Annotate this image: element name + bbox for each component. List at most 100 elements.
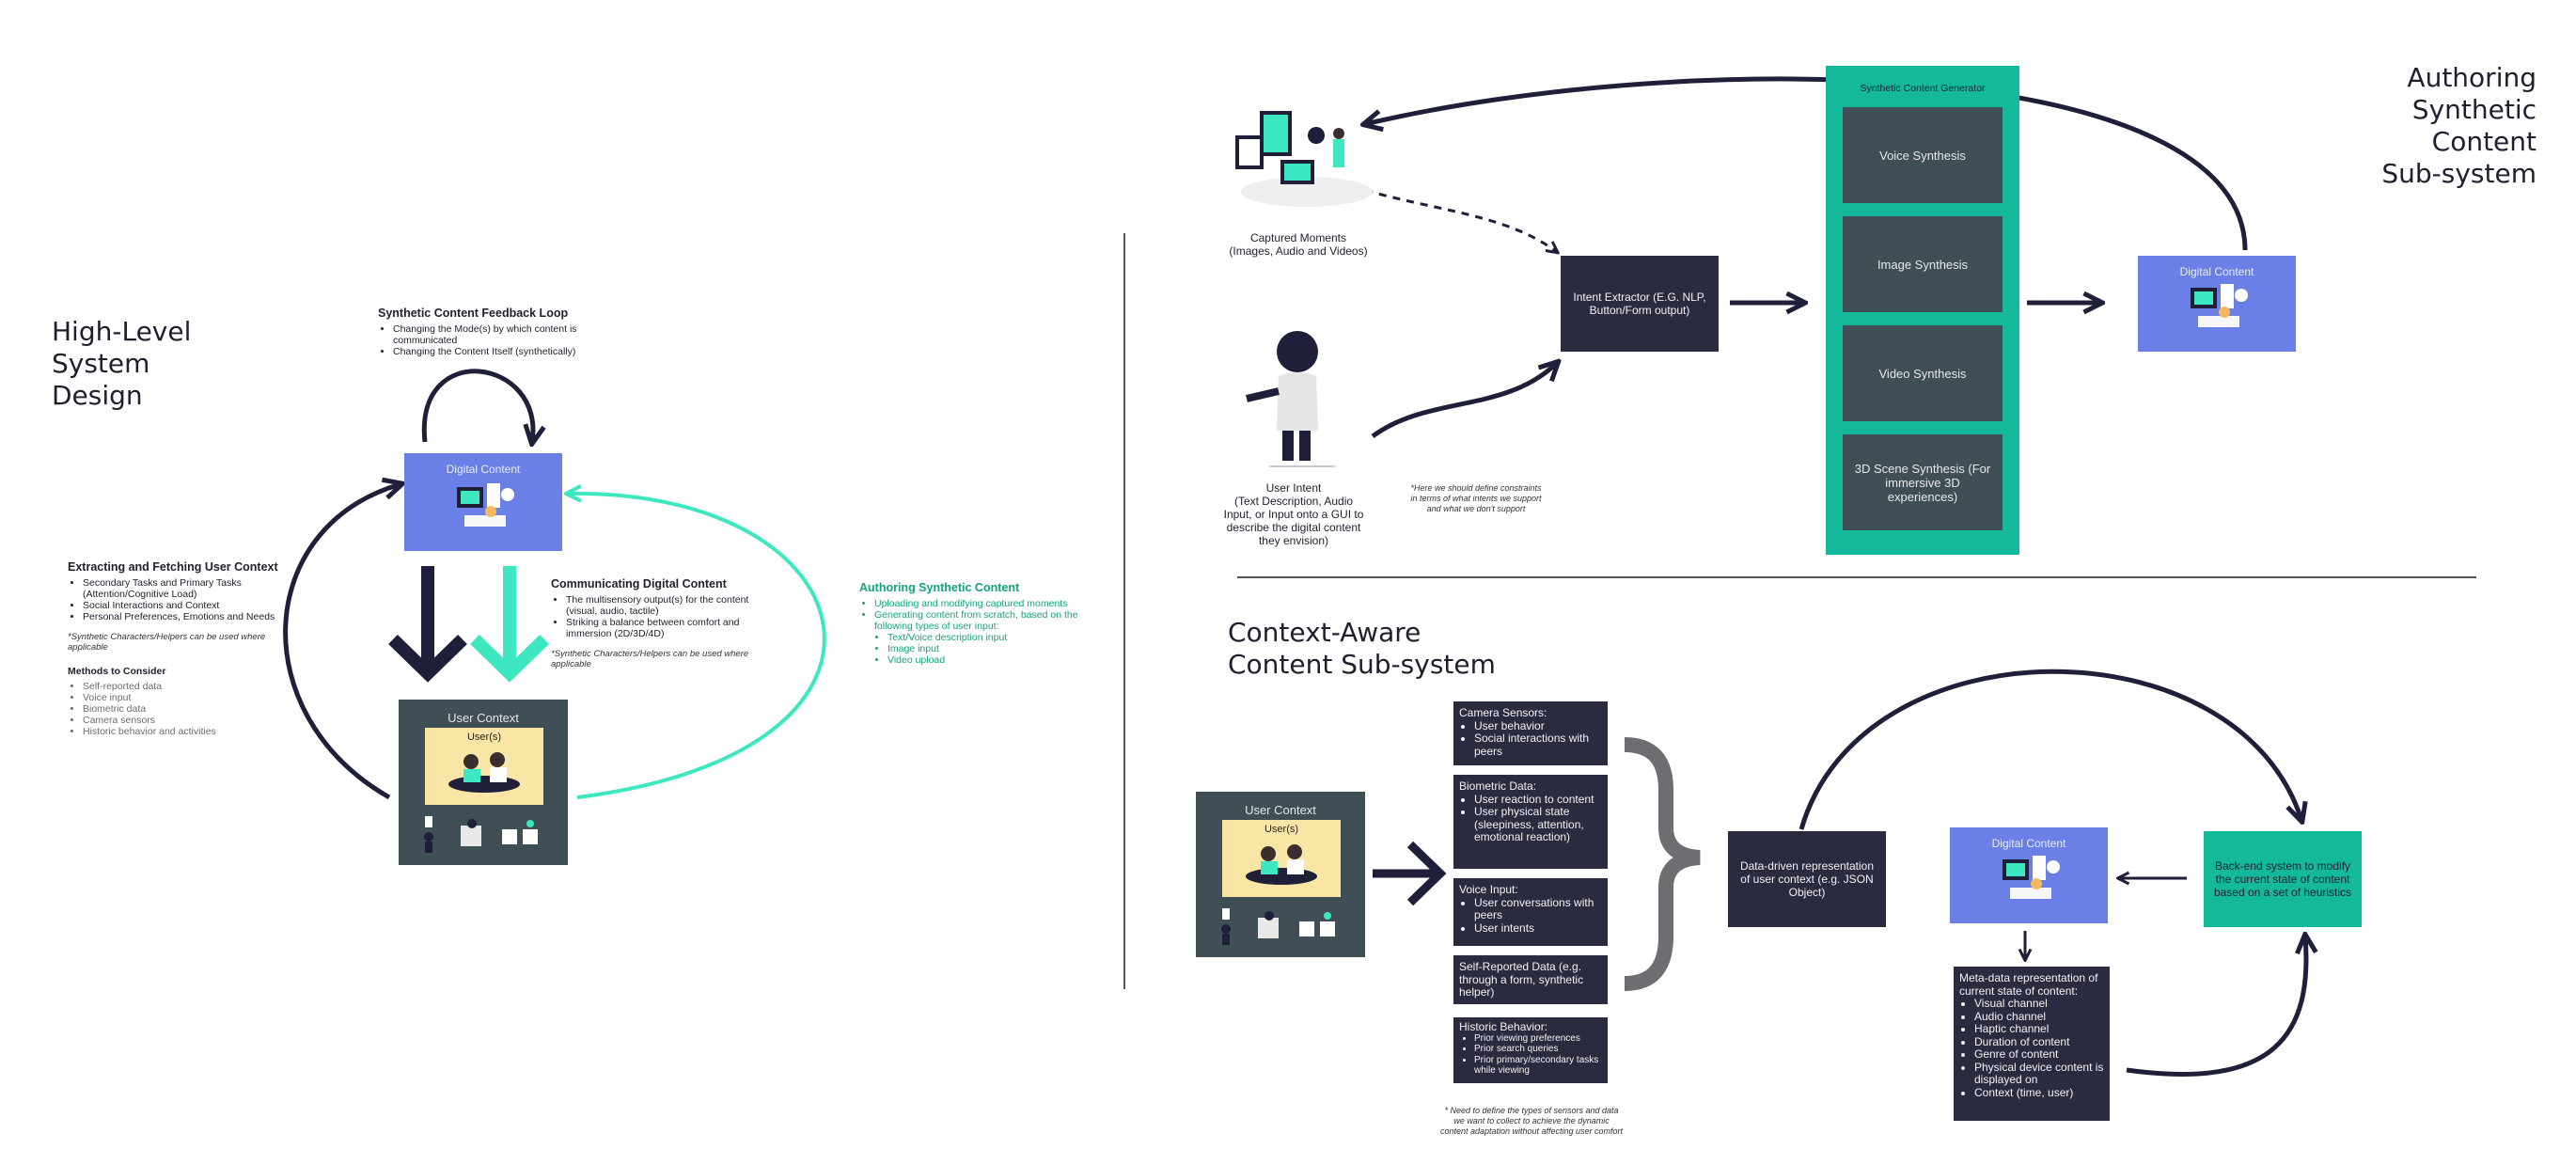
title-line: Design <box>52 380 143 411</box>
list-item: Image input <box>887 643 1100 654</box>
generator-label: Voice Synthesis <box>1879 148 1966 163</box>
people-icon <box>1246 844 1317 885</box>
digital-content-label: Digital Content <box>446 463 521 476</box>
generator-title: Synthetic Content Generator <box>1860 83 1986 94</box>
caption-line: Input, or Input onto a GUI to <box>1223 508 1364 521</box>
communicating-list: The multisensory output(s) for the conte… <box>551 594 763 639</box>
people-icon <box>448 752 520 793</box>
scene-figures-icon <box>1221 908 1335 945</box>
list-item: Prior search queries <box>1474 1044 1602 1055</box>
authoring-sublist: Text/Voice description input Image input… <box>872 632 1100 666</box>
video-synthesis-card[interactable]: Video Synthesis <box>1843 325 2003 421</box>
generator-label: Video Synthesis <box>1878 366 1967 381</box>
list-item: Voice input <box>83 692 303 703</box>
captured-moments-caption: Captured Moments (Images, Audio and Vide… <box>1190 231 1406 258</box>
note-line: we want to collect to achieve the dynami… <box>1453 1116 1610 1125</box>
list-item: User intents <box>1474 921 1602 936</box>
backend-system-box[interactable]: Back-end system to modify the current st… <box>2204 831 2362 927</box>
title-line: Context-Aware <box>1228 617 1422 648</box>
3d-scene-synthesis-card[interactable]: 3D Scene Synthesis (For immersive 3D exp… <box>1843 434 2003 530</box>
extract-list: Secondary Tasks and Primary Tasks (Atten… <box>68 577 303 622</box>
sensor-list: User reaction to content User physical s… <box>1459 793 1602 844</box>
list-item: Social interactions with peers <box>1474 732 1602 758</box>
authoring-loop-arrow <box>568 494 826 799</box>
authoring-heading: Authoring Synthetic Content <box>859 581 1020 594</box>
feedback-heading: Synthetic Content Feedback Loop <box>378 307 569 320</box>
feedback-loop-section: Synthetic Content Feedback Loop Changing… <box>378 307 622 357</box>
generator-label: Image Synthesis <box>1877 257 1969 272</box>
sensor-list: User conversations with peers User inten… <box>1459 896 1602 936</box>
user-context-label: User Context <box>1245 803 1316 817</box>
title-line: Synthetic <box>2411 94 2537 125</box>
backend-label: Back-end system to modify the current st… <box>2213 859 2352 899</box>
data-driven-representation-box[interactable]: Data-driven representation of user conte… <box>1728 831 1886 927</box>
caption-line: (Text Description, Audio <box>1233 495 1354 508</box>
scene-figures-icon <box>424 816 538 853</box>
user-context-box[interactable]: User Context User(s) <box>399 700 568 865</box>
feedback-list: Changing the Mode(s) by which content is… <box>378 323 622 357</box>
users-card: User(s) <box>1222 820 1341 897</box>
caption-line: describe the digital content <box>1226 521 1361 534</box>
historic-behavior-box[interactable]: Historic Behavior: Prior viewing prefere… <box>1453 1017 1608 1083</box>
caption-line: User Intent <box>1265 481 1322 495</box>
users-card: User(s) <box>425 728 543 805</box>
note-line: * Need to define the types of sensors an… <box>1444 1106 1619 1115</box>
extract-context-section: Extracting and Fetching User Context Sec… <box>68 560 303 737</box>
synthetic-content-generator: Synthetic Content Generator Voice Synthe… <box>1826 66 2019 555</box>
image-synthesis-card[interactable]: Image Synthesis <box>1843 216 2003 312</box>
list-item: Historic behavior and activities <box>83 726 303 737</box>
list-item: The multisensory output(s) for the conte… <box>566 594 763 617</box>
title-line: Content Sub-system <box>1228 649 1496 680</box>
down-arrow-navy <box>388 566 467 683</box>
sensor-title: Self-Reported Data (e.g. through a form,… <box>1459 960 1584 999</box>
list-item: Personal Preferences, Emotions and Needs <box>83 611 303 622</box>
list-item: Duration of content <box>1974 1035 2104 1049</box>
authoring-section: Authoring Synthetic Content Uploading an… <box>859 581 1100 666</box>
digital-content-box[interactable]: Digital Content <box>404 453 562 551</box>
list-item: Text/Voice description input <box>887 632 1100 643</box>
voice-synthesis-card[interactable]: Voice Synthesis <box>1843 107 2003 203</box>
data-arc-arrow <box>1798 669 2301 830</box>
list-item: Uploading and modifying captured moments <box>874 598 1100 609</box>
list-item: Changing the Content Itself (synthetical… <box>393 346 622 357</box>
authoring-list: Uploading and modifying captured moments… <box>859 598 1100 632</box>
metadata-representation-box[interactable]: Meta-data representation of current stat… <box>1954 967 2110 1121</box>
metadata-title: Meta-data representation of current stat… <box>1959 971 2098 998</box>
list-item: Visual channel <box>1974 997 2104 1011</box>
methods-list: Self-reported data Voice input Biometric… <box>68 681 303 737</box>
title-line: Content <box>2431 126 2537 157</box>
voice-input-box[interactable]: Voice Input: User conversations with pee… <box>1453 878 1608 946</box>
extract-heading: Extracting and Fetching User Context <box>68 560 278 574</box>
context-digital-content-box[interactable]: Digital Content <box>1950 827 2108 923</box>
context-user-context-box[interactable]: User Context User(s) <box>1196 792 1365 957</box>
camera-sensors-box[interactable]: Camera Sensors: User behavior Social int… <box>1453 701 1608 765</box>
title-line: System <box>52 348 150 379</box>
user-intent-person-icon <box>1246 331 1335 467</box>
users-label: User(s) <box>1264 824 1299 835</box>
authoring-title: Authoring Synthetic Content Sub-system <box>2381 62 2537 190</box>
digital-content-label: Digital Content <box>2179 265 2254 278</box>
list-item: Audio channel <box>1974 1010 2104 1024</box>
note-line: content adaptation without affecting use… <box>1439 1126 1624 1136</box>
list-item: Prior viewing preferences <box>1474 1033 1602 1045</box>
sensor-brace <box>1624 737 1701 991</box>
methods-heading: Methods to Consider <box>68 666 166 677</box>
note-line: *Here we should define constraints <box>1410 483 1542 493</box>
intent-extractor-label: Intent Extractor (E.G. NLP, Button/Form … <box>1573 291 1706 317</box>
generator-label: 3D Scene Synthesis (For immersive 3D exp… <box>1854 461 1991 504</box>
caption-line: (Images, Audio and Videos) <box>1229 244 1368 258</box>
biometric-data-box[interactable]: Biometric Data: User reaction to content… <box>1453 775 1608 869</box>
intent-constraints-note: *Here we should define constraints in te… <box>1382 483 1570 514</box>
list-item: User reaction to content <box>1474 793 1602 807</box>
list-item: Context (time, user) <box>1974 1086 2104 1100</box>
list-item: Genre of content <box>1974 1047 2104 1062</box>
list-item: Haptic channel <box>1974 1022 2104 1036</box>
authoring-digital-content-box[interactable]: Digital Content <box>2138 256 2296 352</box>
self-reported-box[interactable]: Self-Reported Data (e.g. through a form,… <box>1453 955 1608 1004</box>
intent-extractor-box[interactable]: Intent Extractor (E.G. NLP, Button/Form … <box>1561 256 1719 352</box>
sensor-title: Historic Behavior: <box>1459 1020 1548 1033</box>
sensor-definition-note: * Need to define the types of sensors an… <box>1416 1106 1647 1137</box>
context-title: Context-Aware Content Sub-system <box>1228 617 1496 681</box>
title-line: High-Level <box>52 316 192 347</box>
